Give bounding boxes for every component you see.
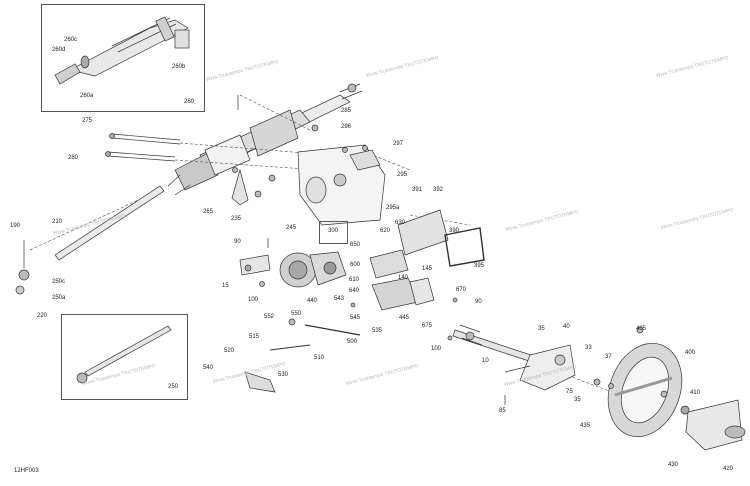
inset-frame-tie-rod bbox=[61, 314, 188, 400]
callout-10[interactable]: 10 bbox=[482, 358, 489, 364]
callout-250c[interactable]: 250c bbox=[52, 279, 66, 285]
callout-410[interactable]: 410 bbox=[690, 390, 701, 396]
callout-545[interactable]: 545 bbox=[350, 315, 361, 321]
inset-steering-rack bbox=[54, 16, 190, 85]
callout-245[interactable]: 245 bbox=[286, 225, 297, 231]
callout-35[interactable]: 35 bbox=[538, 326, 545, 332]
callout-285[interactable]: 285 bbox=[341, 108, 352, 114]
callout-670[interactable]: 670 bbox=[456, 287, 467, 293]
callout-300[interactable]: 300 bbox=[328, 228, 339, 234]
callout-75[interactable]: 75 bbox=[566, 389, 573, 395]
mounting-bracket bbox=[297, 144, 386, 226]
callout-37[interactable]: 37 bbox=[605, 354, 612, 360]
callout-295a[interactable]: 295a bbox=[386, 205, 400, 211]
callout-440[interactable]: 440 bbox=[307, 298, 318, 304]
callout-392[interactable]: 392 bbox=[433, 187, 444, 193]
dash-module bbox=[397, 209, 485, 267]
callout-515[interactable]: 515 bbox=[249, 334, 260, 340]
callout-15[interactable]: 15 bbox=[222, 283, 229, 289]
callout-500[interactable]: 500 bbox=[347, 339, 358, 345]
callout-543[interactable]: 543 bbox=[334, 296, 345, 302]
callout-400[interactable]: 400 bbox=[685, 350, 696, 356]
callout-675[interactable]: 675 bbox=[422, 323, 433, 329]
callout-260c[interactable]: 260c bbox=[64, 37, 78, 43]
callout-260a[interactable]: 260a bbox=[80, 93, 94, 99]
callout-90b[interactable]: 90 bbox=[475, 299, 482, 305]
callout-140[interactable]: 140 bbox=[398, 275, 409, 281]
callout-100b[interactable]: 100 bbox=[431, 346, 442, 352]
callout-640[interactable]: 640 bbox=[349, 288, 360, 294]
inset-tie-rod bbox=[76, 325, 172, 384]
callout-210[interactable]: 210 bbox=[52, 219, 63, 225]
diagram-code: 12HF003 bbox=[14, 468, 39, 474]
callout-250a[interactable]: 250a bbox=[52, 295, 66, 301]
steering-shaft bbox=[452, 324, 541, 365]
callout-260b[interactable]: 260b bbox=[172, 64, 186, 70]
callout-540[interactable]: 540 bbox=[203, 365, 214, 371]
horn-pad bbox=[680, 399, 746, 451]
callout-530[interactable]: 530 bbox=[278, 372, 289, 378]
callout-295[interactable]: 295 bbox=[397, 172, 408, 178]
highlighted-part-300-box bbox=[319, 221, 348, 244]
callout-250[interactable]: 250 bbox=[168, 384, 179, 390]
callout-610[interactable]: 610 bbox=[349, 277, 360, 283]
callout-33[interactable]: 33 bbox=[585, 345, 592, 351]
callout-297[interactable]: 297 bbox=[393, 141, 404, 147]
eps-motor-unit bbox=[279, 251, 347, 288]
control-module bbox=[369, 249, 435, 311]
callout-275[interactable]: 275 bbox=[82, 118, 93, 124]
callout-35b[interactable]: 35 bbox=[574, 397, 581, 403]
long-bolts bbox=[105, 133, 181, 162]
callout-520[interactable]: 520 bbox=[224, 348, 235, 354]
callout-100[interactable]: 100 bbox=[248, 297, 259, 303]
main-steering-rack bbox=[167, 83, 363, 206]
callout-296[interactable]: 296 bbox=[341, 124, 352, 130]
callout-190[interactable]: 190 bbox=[10, 223, 21, 229]
callout-510[interactable]: 510 bbox=[314, 355, 325, 361]
callout-390[interactable]: 390 bbox=[449, 228, 460, 234]
callout-90[interactable]: 90 bbox=[234, 239, 241, 245]
left-tie-rod bbox=[15, 185, 165, 295]
callout-260[interactable]: 260 bbox=[184, 99, 195, 105]
callout-235[interactable]: 235 bbox=[231, 216, 242, 222]
callout-650[interactable]: 650 bbox=[350, 242, 361, 248]
callout-40[interactable]: 40 bbox=[563, 324, 570, 330]
small-bracket bbox=[239, 254, 271, 276]
callout-145[interactable]: 145 bbox=[422, 266, 433, 272]
callout-405[interactable]: 405 bbox=[636, 326, 647, 332]
callout-395[interactable]: 395 bbox=[474, 263, 485, 269]
callout-391[interactable]: 391 bbox=[412, 187, 423, 193]
callout-435[interactable]: 435 bbox=[580, 423, 591, 429]
callout-630[interactable]: 630 bbox=[395, 220, 406, 226]
linkage-rod bbox=[244, 318, 361, 393]
callout-85[interactable]: 85 bbox=[499, 408, 506, 414]
callout-260d[interactable]: 260d bbox=[52, 47, 66, 53]
steering-wheel bbox=[607, 342, 683, 438]
callout-552[interactable]: 552 bbox=[264, 314, 275, 320]
callout-430[interactable]: 430 bbox=[668, 462, 679, 468]
callout-535[interactable]: 535 bbox=[372, 328, 383, 334]
callout-620[interactable]: 620 bbox=[380, 228, 391, 234]
column-bracket bbox=[504, 344, 576, 391]
callout-265[interactable]: 265 bbox=[203, 209, 214, 215]
callout-420[interactable]: 420 bbox=[723, 466, 734, 472]
callout-445[interactable]: 445 bbox=[399, 315, 410, 321]
callout-550[interactable]: 550 bbox=[291, 311, 302, 317]
callout-600[interactable]: 600 bbox=[350, 262, 361, 268]
callout-280[interactable]: 280 bbox=[68, 155, 79, 161]
inset-frame-rack-assembly bbox=[41, 4, 205, 112]
callout-220[interactable]: 220 bbox=[37, 313, 48, 319]
